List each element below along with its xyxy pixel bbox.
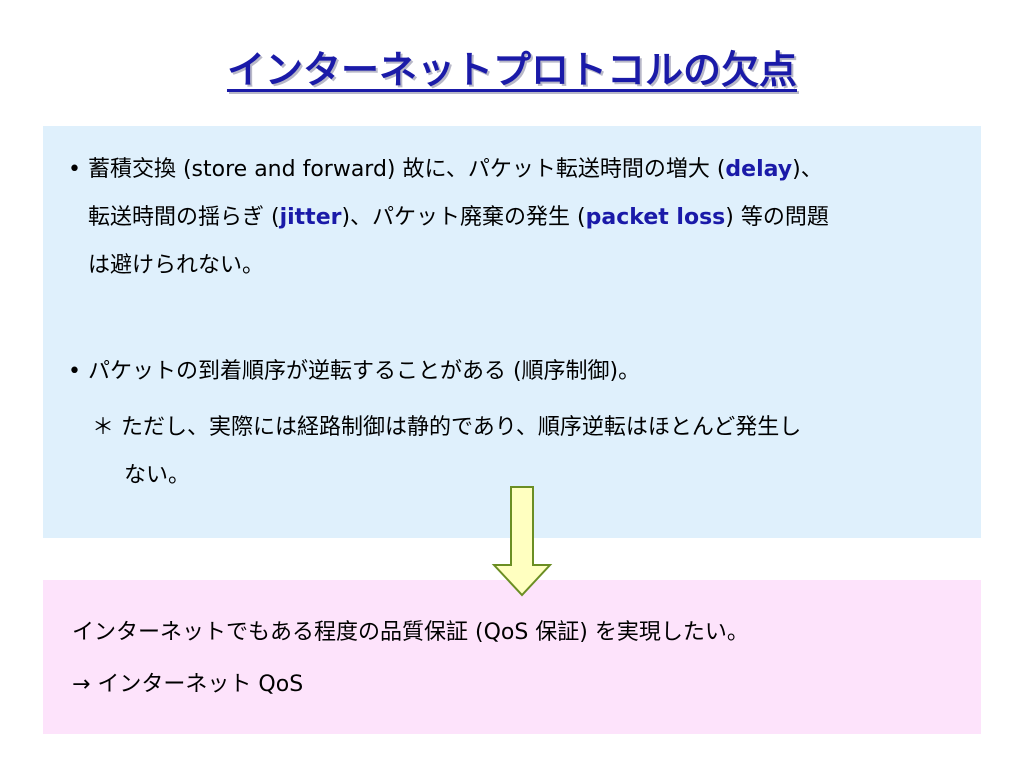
term-packet-loss: packet loss [585,205,726,230]
issue-1-line-2: 転送時間の揺らぎ (jitter)、パケット廃棄の発生 (packet loss… [68,194,958,242]
note-text-a: ただし、実際には経路制御は静的であり、順序逆転はほとんど発生し [114,415,802,440]
term-jitter: jitter [279,205,342,230]
conclusion-panel [43,580,981,734]
issue-item-ordering: • パケットの到着順序が逆転することがある (順序制御)。 [68,348,958,396]
down-arrow-icon [491,486,553,597]
note-text-b: ない。 [124,463,191,488]
issue-1-text-e: ) 等の問題 [725,205,829,230]
note-marker: ＊ [92,415,115,440]
slide-title: インターネットプロトコルの欠点 [0,42,1024,98]
issue-2-text: パケットの到着順序が逆転することがある (順序制御)。 [80,359,641,384]
down-arrow-shape [491,486,553,597]
issue-item-delay-jitter-loss: • 蓄積交換 (store and forward) 故に、パケット転送時間の増… [68,146,958,290]
issue-1-text-b: )、 [792,157,823,182]
conclusion-line-internet-qos: → インターネット QoS [72,672,304,697]
ordering-note: ＊ ただし、実際には経路制御は静的であり、順序逆転はほとんど発生しない。 [92,404,962,500]
slide-title-text: インターネットプロトコルの欠点 [226,48,797,92]
bullet-1: • [68,157,81,182]
issue-1-text-d: )、パケット廃棄の発生 ( [341,205,586,230]
bullet-2: • [68,359,81,384]
term-delay: delay [725,157,793,182]
issue-1-text-a: 蓄積交換 (store and forward) 故に、パケット転送時間の増大 … [80,157,726,182]
issue-1-text-c: 転送時間の揺らぎ ( [88,205,280,230]
issues-panel [43,126,981,538]
conclusion-line-qos-goal: インターネットでもある程度の品質保証 (QoS 保証) を実現したい。 [72,620,749,645]
issue-1-line-3: は避けられない。 [88,253,265,278]
